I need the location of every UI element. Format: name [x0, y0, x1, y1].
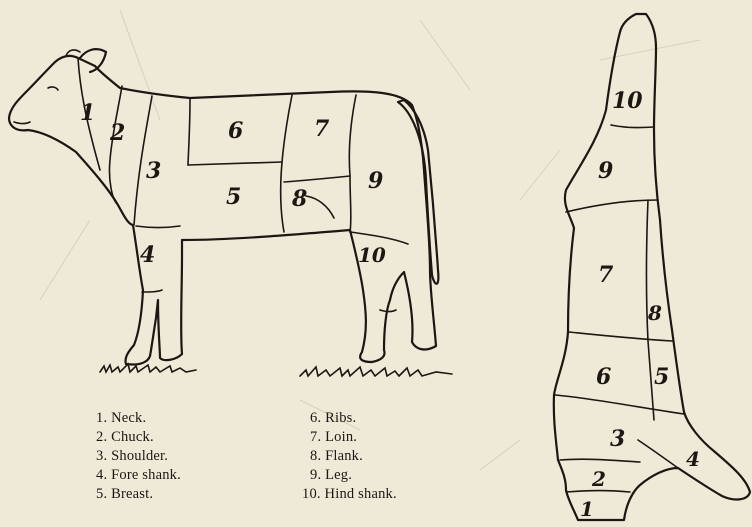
grass — [300, 367, 452, 376]
side-cut-line — [638, 440, 678, 468]
cut-number: 3 — [610, 426, 625, 452]
legend-item: 8. Flank. — [310, 448, 363, 465]
side-cut-line — [611, 125, 654, 128]
calf-mouth — [14, 122, 30, 124]
cut-number: 2 — [591, 467, 606, 491]
legend-item: 1. Neck. — [96, 410, 146, 427]
calf-eye — [48, 87, 58, 90]
cut-number: 3 — [146, 158, 161, 184]
cut-number: 10 — [612, 88, 643, 114]
cut-line — [349, 95, 356, 176]
side-cut-line — [569, 332, 672, 341]
grass — [100, 364, 196, 372]
cut-line — [350, 176, 351, 232]
legend-item: 3. Shoulder. — [96, 448, 168, 465]
legend-item: 9. Leg. — [310, 467, 352, 484]
cut-number: 7 — [314, 116, 330, 142]
side-cut-line — [560, 459, 640, 462]
calf-figure: 1 2 3 4 5 6 7 8 9 10 — [9, 49, 452, 376]
legend-item: 7. Loin. — [310, 429, 357, 446]
legend-item: 5. Breast. — [96, 486, 153, 503]
cut-line — [284, 176, 350, 182]
cut-number: 5 — [226, 184, 241, 210]
cut-number: 8 — [291, 186, 307, 212]
side-of-veal-figure: 10 9 7 8 6 5 3 4 2 1 — [554, 14, 750, 521]
cut-number: 10 — [358, 243, 386, 267]
cut-number: 9 — [598, 158, 613, 184]
side-cut-line — [555, 395, 684, 414]
cut-number: 2 — [109, 120, 125, 146]
cut-line — [136, 226, 180, 228]
cut-number: 4 — [140, 242, 155, 268]
cut-line — [282, 95, 292, 162]
cut-number: 1 — [580, 497, 594, 521]
calf-outline — [9, 56, 436, 365]
cut-line — [306, 196, 334, 218]
legend-item: 4. Fore shank. — [96, 467, 181, 484]
cut-number: 6 — [596, 364, 611, 390]
legend-item: 6. Ribs. — [310, 410, 356, 427]
side-outline — [554, 14, 750, 520]
cut-number: 1 — [80, 100, 95, 126]
cut-number: 5 — [654, 364, 669, 390]
legend-item: 2. Chuck. — [96, 429, 154, 446]
cut-number: 6 — [228, 118, 243, 144]
cut-line — [188, 98, 190, 165]
cut-line — [281, 162, 284, 232]
cut-number: 7 — [598, 262, 614, 288]
cut-number: 4 — [686, 447, 700, 471]
cut-number: 8 — [647, 301, 662, 325]
side-cut-line — [566, 200, 658, 212]
cut-line — [188, 162, 282, 165]
cut-line — [142, 290, 162, 292]
cut-number: 9 — [368, 168, 383, 194]
legend-item: 10. Hind shank. — [302, 486, 397, 503]
